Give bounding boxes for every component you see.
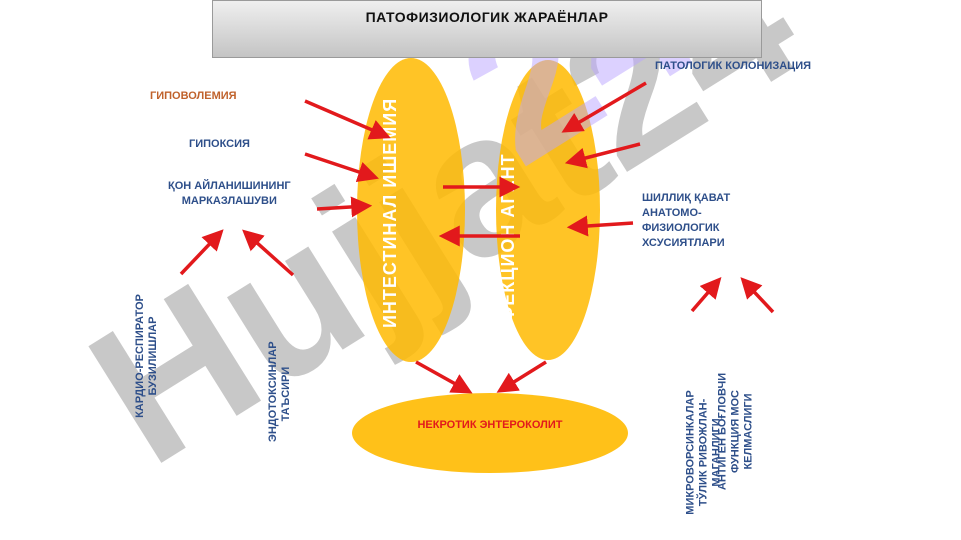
label-mucosa: ШИЛЛИҚ ҚАВАТ АНАТОМО- ФИЗИОЛОГИК ХСУСИЯТ… [642, 192, 731, 249]
arrow-colonization-2 [564, 142, 641, 169]
arrow-hypoxia [304, 152, 379, 182]
arrow-infection-to-necrotic [496, 360, 547, 393]
arrow-endotoxin-up [242, 229, 295, 277]
arrow-cardio-up [179, 229, 224, 276]
title-box: ПАТОФИЗИОЛОГИК ЖАРАЁНЛАР [212, 0, 762, 58]
arrow-hypovolemia [304, 99, 391, 140]
arrow-microvilli-up [690, 277, 722, 313]
label-hypoxia: ГИПОКСИЯ [189, 138, 250, 150]
oval-necrotic [352, 393, 628, 473]
arrow-ischemia-to-necrotic [415, 360, 473, 394]
arrow-colonization [561, 81, 647, 133]
label-hypovolemia: ГИПОВОЛЕМИЯ [150, 90, 237, 102]
label-centralization: ҚОН АЙЛАНИШИНИНГ МАРКАЗЛАШУВИ [168, 180, 291, 207]
arrow-antigen-up [740, 277, 775, 314]
page-title: ПАТОФИЗИОЛОГИК ЖАРАЁНЛАР [365, 9, 609, 25]
arrow-mucosa [566, 215, 634, 237]
label-pathologic-colonization: ПАТОЛОГИК КОЛОНИЗАЦИЯ [655, 60, 812, 72]
label-necrotic-enterocolitis: НЕКРОТИК ЭНТЕРОКОЛИТ [417, 419, 563, 431]
arrow-centralization [316, 196, 373, 218]
oval-infection [496, 60, 600, 360]
